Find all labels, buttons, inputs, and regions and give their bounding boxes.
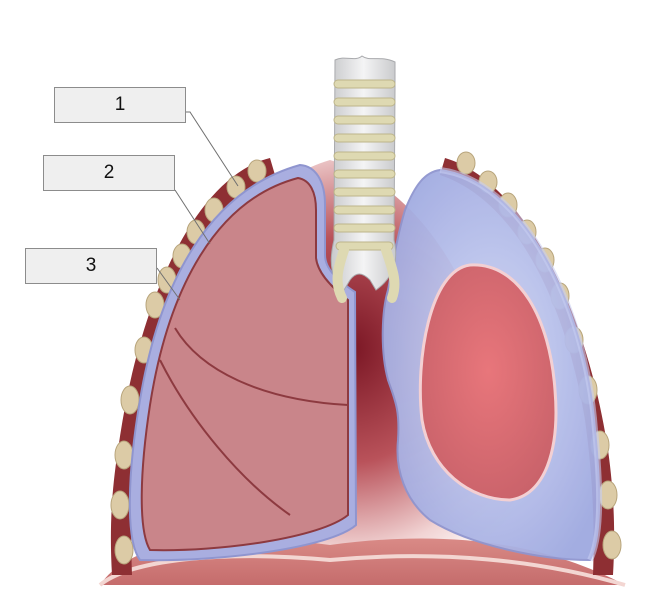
- leader-line-2: [174, 189, 211, 245]
- label-box-1[interactable]: 1: [54, 87, 186, 123]
- collapsed-lung: [418, 263, 558, 502]
- leader-line-1: [186, 111, 239, 187]
- label-box-3[interactable]: 3: [25, 248, 157, 284]
- left-lung-fissure-1: [174, 327, 349, 406]
- leader-line-3: [156, 267, 181, 301]
- left-lung-fissure-2: [159, 359, 291, 516]
- left-lung: [140, 176, 349, 552]
- trachea: [330, 55, 400, 303]
- label-box-2[interactable]: 2: [43, 155, 175, 191]
